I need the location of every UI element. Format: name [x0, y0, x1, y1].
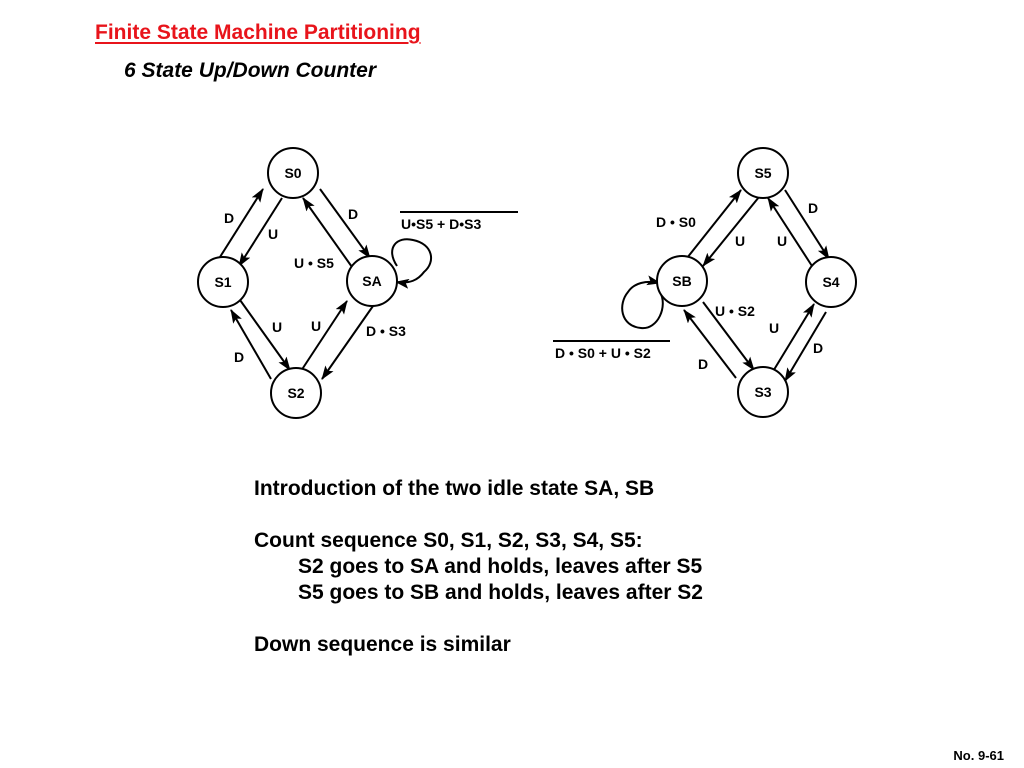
state-sa: SA — [346, 255, 398, 307]
label-s2-sa: U — [311, 318, 321, 334]
edge-s3-s4 — [771, 303, 815, 374]
edge-sb-s3 — [702, 301, 755, 371]
edge-s0-sa — [319, 188, 371, 259]
label-s2-s1: D — [234, 349, 244, 365]
spacer — [254, 606, 703, 632]
label-s1-s0: D — [224, 210, 234, 226]
edge-s2-s1 — [230, 309, 272, 380]
label-sa-s2: D • S3 — [366, 323, 406, 339]
edge-s5-sb — [702, 196, 760, 267]
edge-s5-s4 — [784, 189, 830, 260]
state-s1: S1 — [197, 256, 249, 308]
state-s4-label: S4 — [822, 274, 839, 290]
state-sa-label: SA — [362, 273, 381, 289]
label-s4-s3: D — [813, 340, 823, 356]
label-s3-s4: U — [769, 320, 779, 336]
edge-s1-s0 — [219, 188, 264, 258]
state-s1-label: S1 — [214, 274, 231, 290]
state-s3-label: S3 — [754, 384, 771, 400]
state-sb-label: SB — [672, 273, 691, 289]
edge-sb-s5 — [686, 189, 742, 259]
label-s0-sa: D — [348, 206, 358, 222]
state-s0: S0 — [267, 147, 319, 199]
label-s3-sb: U • S2 — [715, 303, 755, 319]
notes-block: Introduction of the two idle state SA, S… — [254, 476, 703, 658]
state-s0-label: S0 — [284, 165, 301, 181]
state-diagram: S0 S1 SA S2 S5 SB S4 S3 D U D U • S5 U D… — [197, 147, 857, 419]
label-s0-s1: U — [268, 226, 278, 242]
edge-sb-self-loop — [621, 275, 664, 330]
label-s5-s4: D — [808, 200, 818, 216]
state-s4: S4 — [805, 256, 857, 308]
label-sa-s0: U • S5 — [294, 255, 334, 271]
edge-s0-s1 — [238, 197, 283, 267]
label-s5-sb: U — [735, 233, 745, 249]
page-number: No. 9-61 — [953, 748, 1004, 763]
edge-s1-s2 — [239, 299, 291, 371]
note-s5-to-sb: S5 goes to SB and holds, leaves after S2 — [298, 581, 703, 604]
state-sb: SB — [656, 255, 708, 307]
state-s2-label: S2 — [287, 385, 304, 401]
edge-s4-s3 — [784, 311, 827, 382]
slide-title: Finite State Machine Partitioning — [95, 21, 421, 44]
note-down-sequence: Down sequence is similar — [254, 633, 511, 656]
state-s2: S2 — [270, 367, 322, 419]
label-s4-s5: U — [777, 233, 787, 249]
edge-sa-s0 — [302, 197, 353, 268]
note-s2-to-sa: S2 goes to SA and holds, leaves after S5 — [298, 555, 703, 578]
state-s5: S5 — [737, 147, 789, 199]
note-count-sequence: Count sequence S0, S1, S2, S3, S4, S5: — [254, 529, 643, 552]
spacer — [254, 502, 703, 528]
label-sa-loop: U•S5 + D•S3 — [401, 216, 481, 232]
edge-sa-s2 — [321, 305, 374, 380]
label-s1-s2: U — [272, 319, 282, 335]
slide-subtitle: 6 State Up/Down Counter — [124, 59, 377, 82]
edge-s3-sb — [683, 309, 737, 379]
state-s3: S3 — [737, 366, 789, 418]
label-sb-s5: D • S0 — [656, 214, 696, 230]
label-sb-loop: D • S0 + U • S2 — [555, 345, 651, 361]
edge-s4-s5 — [767, 197, 813, 267]
edge-sa-self-loop — [391, 238, 433, 289]
edge-s2-sa — [298, 300, 348, 375]
note-idle-states: Introduction of the two idle state SA, S… — [254, 477, 655, 500]
state-s5-label: S5 — [754, 165, 771, 181]
label-sb-s3: D — [698, 356, 708, 372]
